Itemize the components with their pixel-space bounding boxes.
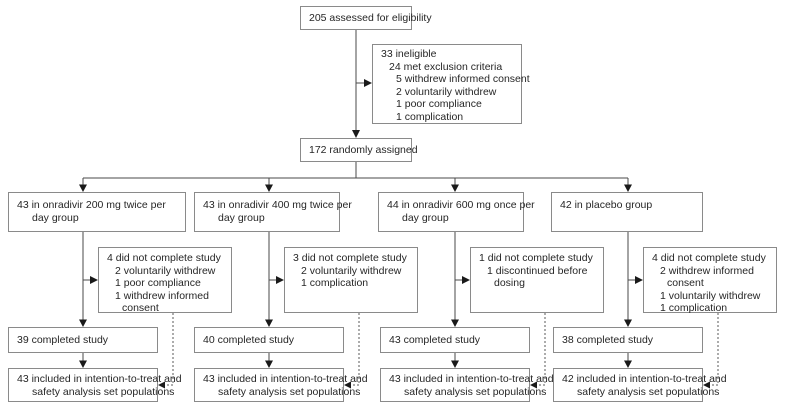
box-line: 43 completed study	[389, 334, 481, 346]
box-line: day group	[402, 211, 449, 224]
box-line: 42 included in intention-to-treat and	[562, 373, 727, 385]
box-line: 33 ineligible	[381, 48, 437, 60]
box-line: 43 included in intention-to-treat and	[389, 373, 554, 385]
dropout-box-1: 4 did not complete study 2 voluntarily w…	[98, 247, 232, 314]
dropout-box-3: 1 did not complete study 1 discontinued …	[470, 247, 604, 313]
connector-col-4	[624, 232, 719, 389]
box-line: 44 in onradivir 600 mg once per	[387, 199, 535, 211]
ineligible-box: 33 ineligible 24 met exclusion criteria …	[372, 44, 530, 124]
box-line: 1 poor compliance	[115, 277, 201, 289]
box-line: 43 included in intention-to-treat and	[203, 373, 368, 385]
box-line: 39 completed study	[17, 334, 109, 346]
itt-box-1: 43 included in intention-to-treat and sa…	[8, 368, 182, 402]
box-line: 1 discontinued before	[487, 264, 588, 277]
box-line: 40 completed study	[203, 334, 295, 346]
completed-box-3: 43 completed study	[380, 327, 530, 353]
box-line: 42 in placebo group	[560, 199, 653, 211]
box-line: 43 included in intention-to-treat and	[17, 373, 182, 385]
box-line: dosing	[494, 277, 525, 289]
arm-box-onradivir-400: 43 in onradivir 400 mg twice per day gro…	[194, 192, 352, 232]
box-line: 172 randomly assigned	[309, 144, 418, 156]
box-line: 205 assessed for eligibility	[309, 12, 432, 24]
itt-box-4: 42 included in intention-to-treat and sa…	[553, 368, 727, 402]
itt-box-3: 43 included in intention-to-treat and sa…	[380, 368, 554, 402]
box-line: 1 did not complete study	[479, 252, 593, 264]
box-line: 2 voluntarily withdrew	[301, 264, 402, 277]
box-line: 1 complication	[660, 302, 728, 314]
box-line: 3 did not complete study	[293, 252, 407, 264]
box-line: 1 complication	[396, 110, 464, 123]
arm-box-placebo: 42 in placebo group	[551, 192, 703, 232]
completed-box-4: 38 completed study	[553, 327, 703, 353]
box-line: 38 completed study	[562, 334, 654, 346]
box-line: 43 in onradivir 200 mg twice per	[17, 199, 166, 211]
box-line: 1 withdrew informed	[115, 289, 209, 302]
box-line: 2 voluntarily withdrew	[115, 264, 216, 277]
completed-box-1: 39 completed study	[8, 327, 158, 353]
box-line: safety analysis set populations	[404, 385, 547, 398]
arm-box-onradivir-600: 44 in onradivir 600 mg once per day grou…	[378, 192, 535, 232]
box-line: 1 poor compliance	[396, 98, 482, 110]
connector-top	[79, 30, 632, 192]
connector-col-2	[265, 232, 360, 389]
dropout-box-2: 3 did not complete study 2 voluntarily w…	[284, 247, 418, 313]
assessed-box: 205 assessed for eligibility	[300, 6, 432, 30]
box-line: 2 voluntarily withdrew	[396, 85, 497, 98]
box-line: 4 did not complete study	[652, 252, 766, 264]
itt-box-2: 43 included in intention-to-treat and sa…	[194, 368, 368, 402]
box-line: 1 complication	[301, 277, 369, 289]
box-line: consent	[122, 302, 159, 314]
connector-col-1	[79, 232, 174, 389]
box-line: 2 withdrew informed	[660, 264, 754, 277]
box-line: safety analysis set populations	[32, 385, 175, 398]
box-line: 5 withdrew informed consent	[396, 73, 530, 85]
box-line: safety analysis set populations	[218, 385, 361, 398]
box-line: 43 in onradivir 400 mg twice per	[203, 199, 352, 211]
dropout-box-4: 4 did not complete study 2 withdrew info…	[643, 247, 777, 314]
box-line: 4 did not complete study	[107, 252, 221, 264]
randomized-box: 172 randomly assigned	[300, 138, 418, 162]
box-line: 1 voluntarily withdrew	[660, 289, 761, 302]
box-line: day group	[32, 211, 79, 224]
box-line: consent	[667, 277, 704, 289]
completed-box-2: 40 completed study	[194, 327, 344, 353]
connector-col-3	[451, 232, 546, 389]
box-line: 24 met exclusion criteria	[389, 60, 503, 73]
box-line: day group	[218, 211, 265, 224]
box-line: safety analysis set populations	[577, 385, 720, 398]
arm-box-onradivir-200: 43 in onradivir 200 mg twice per day gro…	[8, 192, 186, 232]
